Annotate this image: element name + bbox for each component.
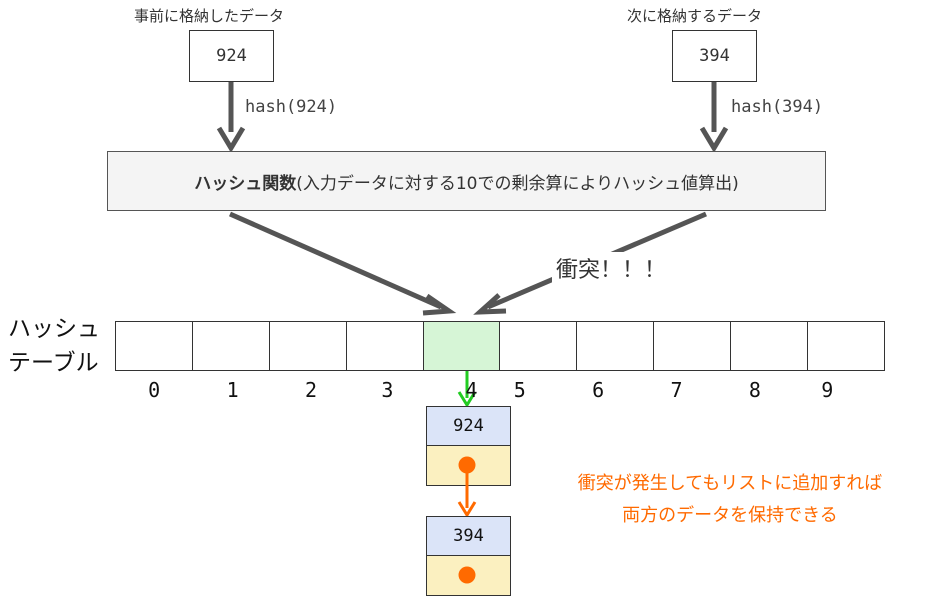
next-data-box: 394 xyxy=(672,30,757,82)
table-cell-9 xyxy=(807,321,886,371)
hash-function-name: ハッシュ関数 xyxy=(194,173,297,194)
next-data-caption: 次に格納するデータ xyxy=(627,7,763,25)
hash-stored-label: hash(924) xyxy=(245,97,338,117)
table-index: 9 xyxy=(821,378,834,402)
hash-table-label: ハッシュ テーブル xyxy=(8,312,100,380)
table-index: 2 xyxy=(304,378,317,402)
hash-next-label: hash(394) xyxy=(731,97,824,117)
collision-note: 衝突が発生してもリストに追加すれば 両方のデータを保持できる xyxy=(530,468,930,532)
collision-label: 衝突！！！ xyxy=(552,252,671,284)
list-node-2-value: 394 xyxy=(426,516,511,556)
table-cell-5 xyxy=(499,321,578,371)
collision-note-line1: 衝突が発生してもリストに追加すれば xyxy=(577,473,883,494)
table-index: 3 xyxy=(381,378,394,402)
table-index: 6 xyxy=(592,378,605,402)
table-index: 4 xyxy=(465,378,478,402)
table-cell-8 xyxy=(730,321,809,371)
hash-function-box: ハッシュ関数(入力データに対する10での剰余算によりハッシュ値算出) xyxy=(107,151,826,211)
table-cell-4 xyxy=(422,321,501,371)
table-index: 8 xyxy=(748,378,761,402)
arrow-hash-to-cell-left xyxy=(228,211,457,316)
hash-function-detail: (入力データに対する10での剰余算によりハッシュ値算出) xyxy=(296,173,739,194)
table-index: 0 xyxy=(148,378,161,402)
stored-data-box: 924 xyxy=(189,30,274,82)
stored-data-caption: 事前に格納したデータ xyxy=(134,7,285,25)
table-cell-3 xyxy=(345,321,425,371)
list-node-1-pointer xyxy=(426,446,511,486)
table-cell-2 xyxy=(268,321,348,371)
collision-note-line2: 両方のデータを保持できる xyxy=(622,505,838,526)
list-node-1-value: 924 xyxy=(426,406,511,446)
hash-table-label-line1: ハッシュ xyxy=(8,316,100,342)
table-cell-6 xyxy=(576,321,655,371)
table-index: 5 xyxy=(513,378,526,402)
hash-table-label-line2: テーブル xyxy=(8,350,99,376)
table-cell-7 xyxy=(653,321,732,371)
table-cell-0 xyxy=(115,321,194,371)
arrow-stored-to-hash xyxy=(216,82,246,153)
table-index: 7 xyxy=(670,378,683,402)
table-index-row: 0 1 2 3 4 5 6 7 8 9 xyxy=(115,378,867,402)
list-node-2-pointer xyxy=(426,556,511,596)
table-index: 1 xyxy=(226,378,239,402)
arrow-next-to-hash xyxy=(699,82,729,153)
hash-table xyxy=(115,321,886,371)
table-cell-1 xyxy=(191,321,271,371)
